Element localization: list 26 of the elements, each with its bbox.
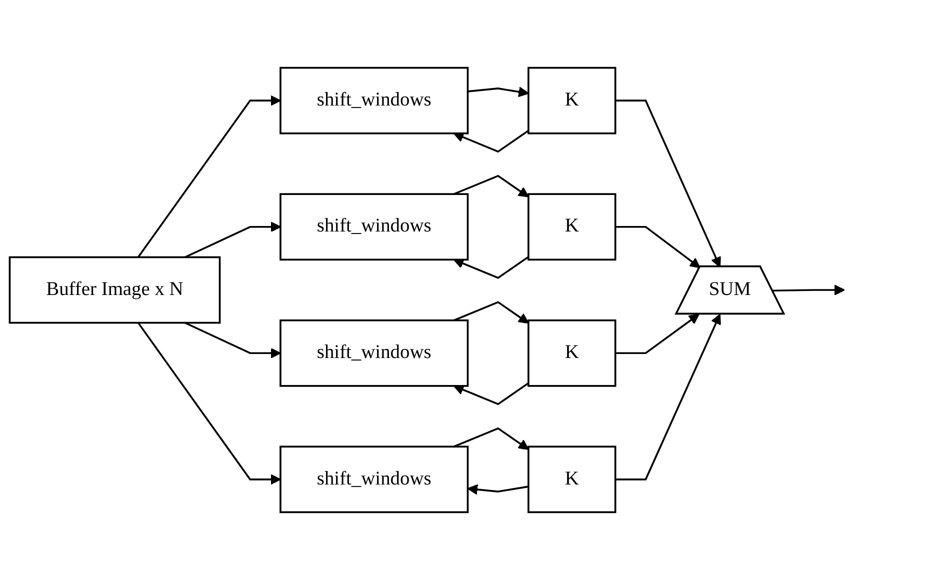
arrow <box>615 314 721 480</box>
arrow <box>772 284 845 296</box>
node-box: K <box>528 446 616 514</box>
node-box: K <box>528 66 616 134</box>
arrow <box>453 256 529 279</box>
arrow <box>467 484 529 495</box>
node-box: shift_windows <box>280 66 469 134</box>
arrow <box>468 86 529 98</box>
arrow <box>184 322 281 358</box>
node-box: shift_windows <box>280 319 469 387</box>
arrow <box>453 382 529 406</box>
node-box: shift_windows <box>280 193 469 261</box>
arrow <box>137 95 281 258</box>
node-box: K <box>528 193 616 261</box>
arrow <box>453 174 529 198</box>
arrow <box>615 226 700 268</box>
arrow <box>453 130 529 153</box>
arrow <box>453 427 529 450</box>
arrow <box>615 314 700 354</box>
arrow <box>137 322 281 485</box>
node-box: shift_windows <box>280 446 469 514</box>
arrow <box>453 301 529 324</box>
arrow <box>184 222 281 258</box>
node-box: Buffer Image x N <box>8 256 221 324</box>
arrow <box>615 100 721 268</box>
node-box: K <box>528 319 616 387</box>
